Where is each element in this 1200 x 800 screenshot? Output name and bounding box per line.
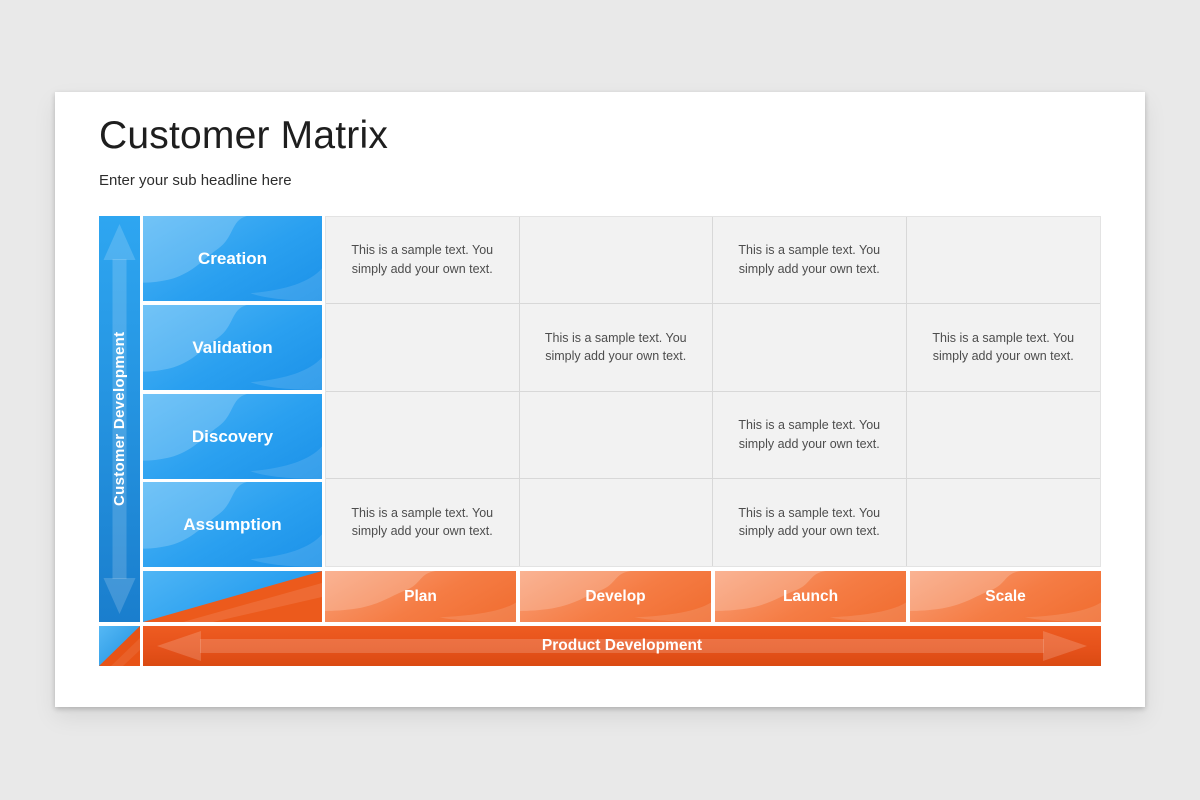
column-label-plan: Plan — [325, 571, 516, 622]
slide-subtitle: Enter your sub headline here — [99, 172, 292, 189]
slide-card: Customer Matrix Enter your sub headline … — [55, 92, 1145, 707]
wave-decoration-icon — [715, 571, 906, 622]
matrix-cell-r3c4 — [906, 392, 1100, 479]
wave-decoration-icon — [143, 394, 322, 479]
cell-sample-text: This is a sample text. You simply add yo… — [351, 505, 494, 539]
vertical-double-arrow-icon — [103, 224, 136, 614]
diagonal-transition-box — [143, 571, 322, 622]
x-axis-bar: Product Development — [143, 626, 1101, 666]
y-axis-label: Customer Development — [111, 331, 128, 507]
matrix-cell-r3c3: This is a sample text. You simply add yo… — [713, 391, 907, 479]
matrix-cell-r1c2 — [519, 217, 713, 305]
column-label-develop: Develop — [520, 571, 711, 622]
row-label-creation: Creation — [143, 216, 322, 301]
axis-corner-box — [99, 626, 140, 666]
wave-decoration-icon — [143, 305, 322, 390]
matrix-cell-r2c4: This is a sample text. You simply add yo… — [906, 304, 1100, 392]
row-label-text: Creation — [198, 248, 267, 268]
matrix-cell-r1c1: This is a sample text. You simply add yo… — [326, 217, 520, 305]
matrix-cell-r2c3 — [713, 304, 907, 392]
slide-title: Customer Matrix — [99, 114, 389, 157]
cell-sample-text: This is a sample text. You simply add yo… — [738, 505, 881, 539]
cell-sample-text: This is a sample text. You simply add yo… — [351, 243, 494, 277]
matrix-cell-r1c3: This is a sample text. You simply add yo… — [713, 217, 907, 305]
column-label-text: Plan — [404, 587, 437, 605]
matrix-cell-r2c1 — [326, 304, 520, 392]
horizontal-double-arrow-icon — [157, 631, 1087, 661]
row-label-text: Assumption — [183, 514, 282, 534]
row-label-discovery: Discovery — [143, 394, 322, 479]
column-labels: Plan Develop Launch Scale — [325, 571, 1101, 622]
matrix-cell-r4c2 — [520, 478, 713, 566]
matrix-cell-r3c2 — [519, 391, 713, 479]
wave-decoration-icon — [143, 482, 322, 567]
matrix-cell-r4c3: This is a sample text. You simply add yo… — [713, 478, 907, 566]
cell-sample-text: This is a sample text. You simply add yo… — [738, 417, 881, 451]
matrix-cell-r4c4 — [907, 479, 1101, 566]
row-label-assumption: Assumption — [143, 482, 322, 567]
diagonal-orange-triangle — [143, 571, 322, 622]
wave-decoration-icon — [520, 571, 711, 622]
matrix-cell-r1c4 — [906, 217, 1100, 305]
wave-decoration-icon — [325, 571, 516, 622]
x-axis-label: Product Development — [541, 637, 703, 654]
matrix-cell-r2c2: This is a sample text. You simply add yo… — [519, 304, 713, 392]
wave-decoration-icon — [143, 216, 322, 301]
column-label-text: Launch — [782, 587, 839, 605]
wave-decoration-icon — [910, 571, 1101, 622]
row-label-text: Discovery — [191, 426, 274, 446]
column-label-text: Develop — [585, 587, 646, 605]
matrix-cell-r3c1 — [326, 391, 520, 479]
column-label-launch: Launch — [715, 571, 906, 622]
cell-sample-text: This is a sample text. You simply add yo… — [544, 330, 687, 364]
column-label-scale: Scale — [910, 571, 1101, 622]
row-label-validation: Validation — [143, 305, 322, 390]
y-axis-bar: Customer Development — [99, 216, 140, 622]
column-label-text: Scale — [985, 587, 1026, 605]
cell-sample-text: This is a sample text. You simply add yo… — [932, 330, 1075, 364]
matrix-grid: This is a sample text. You simply add yo… — [325, 216, 1101, 567]
corner-orange-triangle — [99, 626, 140, 666]
row-label-text: Validation — [192, 337, 273, 357]
cell-sample-text: This is a sample text. You simply add yo… — [738, 243, 881, 277]
matrix-cell-r4c1: This is a sample text. You simply add yo… — [326, 478, 520, 566]
